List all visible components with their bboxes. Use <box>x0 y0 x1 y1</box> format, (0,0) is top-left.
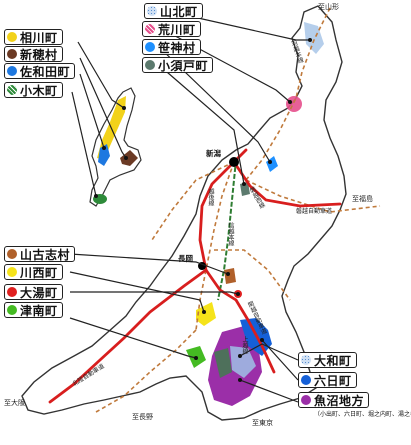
legend-dot-tsunan <box>7 305 17 315</box>
legend-dot-ogi <box>7 85 17 95</box>
legend-label-niibo: 新穂村 <box>20 47 58 62</box>
legend-uonuma: 魚沼地方 <box>298 392 370 408</box>
legend-dot-muika <box>301 375 311 385</box>
legend-muika: 六日町 <box>298 372 357 388</box>
label-banetsu-exp: 磐越自動車道 <box>296 208 333 215</box>
place-shiosaka: 至大阪 <box>4 399 25 407</box>
city-nagaoka: 長岡 <box>178 254 193 263</box>
sado-island <box>89 87 142 207</box>
label-echigo: 越後線 <box>207 188 214 206</box>
legend-dot-sasakami <box>145 42 155 52</box>
legend-dot-sawata <box>7 66 17 76</box>
label-joetsu-line: 上越線 <box>241 336 248 354</box>
legend-yamakoshi: 山古志村 <box>4 246 76 262</box>
mainland <box>21 5 347 421</box>
legend-label-sawata: 佐和田町 <box>20 64 71 79</box>
city-niigata: 新潟 <box>206 149 221 158</box>
legend-label-arakawa: 荒川町 <box>158 22 196 37</box>
legend-label-yamato: 大和町 <box>314 353 352 368</box>
place-shifukushima: 至福島 <box>352 195 373 203</box>
legend-dot-aikawa <box>7 32 17 42</box>
legend-dot-yamato <box>301 355 311 365</box>
place-shitokyo: 至東京 <box>252 419 273 427</box>
legend-dot-oyu <box>7 287 17 297</box>
legend-yamato: 大和町 <box>298 352 357 368</box>
legend-label-oyu: 大湯町 <box>20 285 58 300</box>
place-shiyamagata: 至山形 <box>318 3 339 11</box>
legend-ogi: 小木町 <box>4 82 63 98</box>
legend-kawanishi: 川西町 <box>4 264 63 280</box>
legend-sanpoku: 山北町 <box>144 3 203 19</box>
legend-label-kozudo: 小須戸町 <box>158 58 209 73</box>
legend-dot-sanpoku <box>147 6 157 16</box>
legend-kozudo: 小須戸町 <box>142 57 214 73</box>
legend-dot-niibo <box>7 49 17 59</box>
legend-label-ogi: 小木町 <box>20 83 58 98</box>
legend-label-sanpoku: 山北町 <box>160 4 198 19</box>
place-shinagano: 至長野 <box>132 413 153 421</box>
legend-niibo: 新穂村 <box>4 46 63 62</box>
legend-label-aikawa: 相川町 <box>20 30 58 45</box>
label-shinetsu: 信越本線 <box>227 222 234 246</box>
legend-label-tsunan: 津南町 <box>20 303 58 318</box>
legend-sawata: 佐和田町 <box>4 63 76 79</box>
legend-uonuma-sub: （小出町、六日町、堀之内町、湯之谷村） <box>314 411 411 418</box>
legend-dot-yamakoshi <box>7 249 17 259</box>
legend-arakawa: 荒川町 <box>142 21 201 37</box>
legend-dot-arakawa <box>145 24 155 34</box>
legend-label-yamakoshi: 山古志村 <box>20 247 71 262</box>
legend-label-kawanishi: 川西町 <box>20 265 58 280</box>
legend-dot-uonuma <box>301 395 311 405</box>
legend-label-uonuma: 魚沼地方 <box>314 393 365 408</box>
legend-dot-kawanishi <box>7 267 17 277</box>
legend-dot-kozudo <box>145 60 155 70</box>
legend-label-sasakami: 笹神村 <box>158 40 196 55</box>
legend-tsunan: 津南町 <box>4 302 63 318</box>
legend-aikawa: 相川町 <box>4 29 63 45</box>
legend-oyu: 大湯町 <box>4 284 63 300</box>
legend-sasakami: 笹神村 <box>142 39 201 55</box>
legend-label-muika: 六日町 <box>314 373 352 388</box>
